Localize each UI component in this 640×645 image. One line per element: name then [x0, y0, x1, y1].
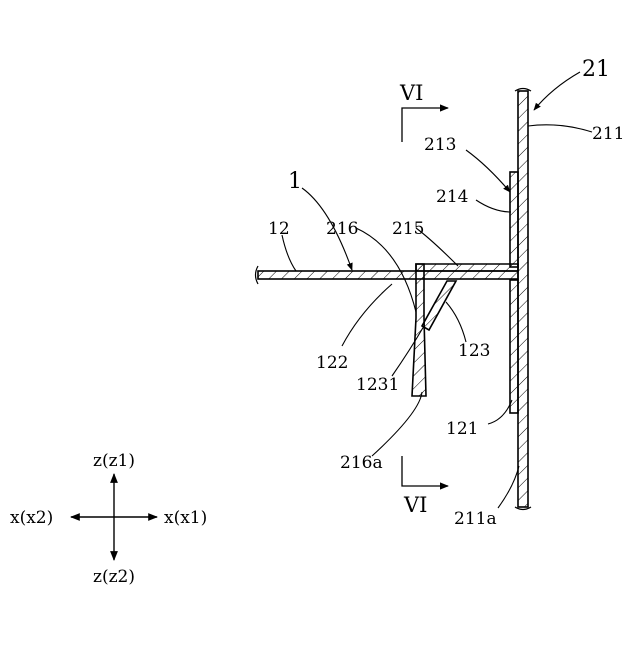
leader-123 [446, 302, 466, 342]
label-1: 1 [288, 169, 302, 194]
label-12: 12 [268, 219, 290, 239]
label-211a: 211a [454, 509, 497, 529]
leader-122 [342, 284, 392, 346]
flange-215 [416, 264, 518, 271]
panel-12 [258, 271, 518, 279]
axis-label-x1: x(x1) [164, 508, 207, 528]
leader-216a [372, 392, 422, 456]
axis-indicator: z(z1) z(z2) x(x1) x(x2) [10, 451, 207, 587]
label-123: 123 [458, 341, 490, 361]
leader-211 [528, 125, 592, 132]
plate-121 [510, 280, 518, 413]
leg-216 [412, 264, 426, 396]
leader-12 [282, 235, 296, 271]
section-label-top: VI [399, 81, 423, 105]
wall-211 [518, 91, 528, 507]
leader-21 [534, 72, 580, 110]
leader-216 [356, 228, 416, 312]
leader-211a [498, 466, 519, 508]
leader-121 [488, 400, 512, 424]
section-label-bottom: VI [403, 493, 427, 517]
label-122: 122 [316, 353, 348, 373]
label-215: 215 [392, 219, 424, 239]
axis-label-z1: z(z1) [93, 451, 135, 471]
section-arrow-bottom [402, 456, 448, 486]
label-121: 121 [446, 419, 478, 439]
label-213: 213 [424, 135, 456, 155]
rib-123 [422, 281, 456, 330]
break-marks [256, 89, 532, 510]
plate-214 [510, 172, 518, 267]
label-1231: 1231 [356, 375, 399, 395]
label-21: 21 [582, 57, 610, 82]
structure-parts [258, 91, 528, 507]
label-216: 216 [326, 219, 358, 239]
axis-label-x2: x(x2) [10, 508, 53, 528]
label-216a: 216a [340, 453, 383, 473]
leader-213 [466, 150, 510, 192]
label-211: 211 [592, 124, 624, 144]
leader-214 [476, 200, 511, 212]
axis-label-z2: z(z2) [93, 567, 135, 587]
label-214: 214 [436, 187, 468, 207]
